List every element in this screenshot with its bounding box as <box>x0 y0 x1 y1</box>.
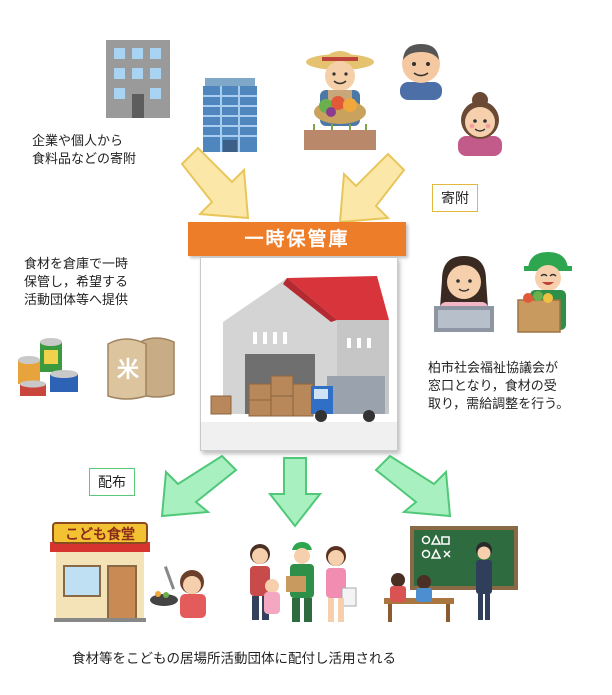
distribution-arrow-left <box>156 452 242 522</box>
classroom-teaching-icon <box>384 526 518 624</box>
rice-bags-icon: 米 <box>104 330 180 402</box>
donation-arrow-right <box>330 150 410 228</box>
cooking-child-icon <box>148 560 214 620</box>
office-building-icon <box>104 38 172 120</box>
elderly-woman-icon <box>452 90 508 156</box>
cafeteria-sign: こども食堂 <box>52 522 148 544</box>
donation-label: 寄附 <box>432 184 478 212</box>
storage-caption: 食材を倉庫で一時 保管し，希望する 活動団体等へ提供 <box>24 257 129 308</box>
warehouse-title: 一時保管庫 <box>188 222 406 256</box>
glass-tower-icon <box>201 76 259 154</box>
elderly-man-icon <box>394 38 448 100</box>
staff-with-laptop-icon <box>428 250 500 334</box>
kids-cafeteria-icon: こども食堂 <box>50 522 150 622</box>
council-caption: 柏市社会福祉協議会が 窓口となり，食材の受 取り，需給調整を行う。 <box>428 361 570 412</box>
rice-bag-mark: 米 <box>116 358 139 383</box>
farmer-icon <box>300 40 380 152</box>
canned-food-icon <box>14 334 92 400</box>
warehouse-panel <box>200 257 398 451</box>
donation-arrow-left <box>176 142 256 224</box>
distribution-label: 配布 <box>89 468 135 496</box>
volunteers-handing-food-icon <box>242 540 360 626</box>
distribution-arrow-right <box>370 452 456 522</box>
bottom-caption: 食材等をこどもの居場所活動団体に配付し活用される <box>72 651 396 667</box>
warehouse-icon <box>201 276 397 450</box>
donors-caption: 企業や個人から 食料品などの寄附 <box>32 134 137 167</box>
delivery-staff-icon <box>516 248 578 336</box>
distribution-arrow-center <box>268 456 322 528</box>
